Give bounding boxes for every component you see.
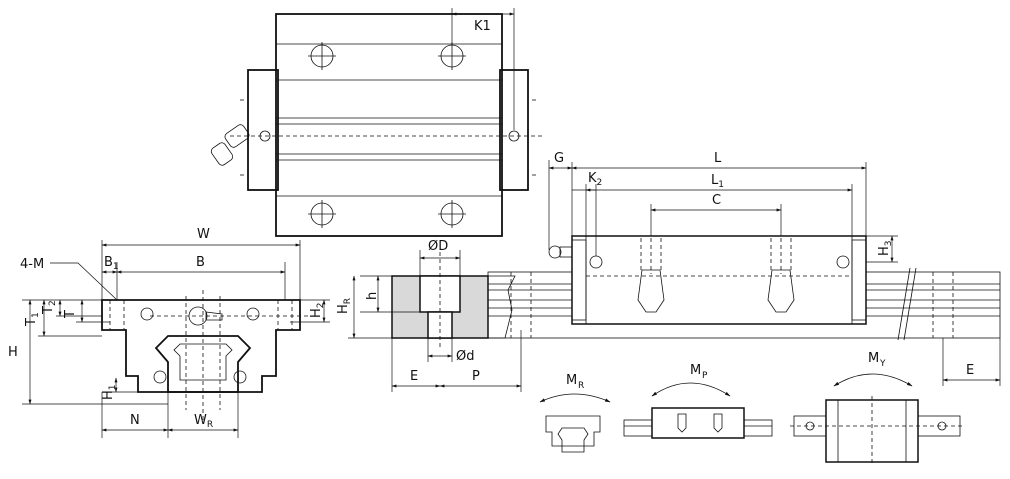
top-view: K1 bbox=[210, 8, 545, 237]
rail-section-view: ØD h HR Ød E P bbox=[336, 239, 522, 392]
block-front-outline bbox=[101, 299, 301, 393]
label-g: G bbox=[554, 151, 564, 166]
label-mr: M bbox=[566, 373, 577, 388]
label-c: C bbox=[712, 193, 721, 208]
grease-port-icon bbox=[188, 306, 208, 326]
label-4m: 4-M bbox=[20, 257, 44, 272]
label-e-right: E bbox=[966, 363, 974, 378]
side-view: L G L1 K2 C H3 E bbox=[487, 151, 1001, 386]
label-k2: K2 bbox=[588, 171, 602, 188]
svg-text:R: R bbox=[578, 381, 584, 391]
label-od-small: Ød bbox=[456, 349, 474, 364]
label-od: ØD bbox=[428, 239, 448, 254]
label-h: H bbox=[8, 345, 18, 360]
label-mp: M bbox=[690, 363, 701, 378]
label-h1: H1 bbox=[101, 384, 118, 400]
label-h3: H3 bbox=[877, 240, 894, 256]
front-view: W B1 B 4-M H T1 T2 T H1 H2 bbox=[8, 227, 330, 438]
grease-nipple-icon bbox=[210, 124, 250, 166]
label-e: E bbox=[410, 369, 418, 384]
label-n: N bbox=[130, 413, 140, 428]
moment-my-icon: M Y bbox=[790, 351, 964, 466]
label-b: B bbox=[196, 255, 205, 270]
label-h-small: h bbox=[365, 292, 380, 300]
moment-mp-icon: M P bbox=[623, 363, 773, 439]
block-top-outline bbox=[275, 13, 503, 237]
label-k1: K1 bbox=[474, 19, 491, 34]
label-hr: HR bbox=[336, 298, 353, 314]
label-w: W bbox=[197, 227, 210, 242]
rail-mounting-holes bbox=[510, 272, 954, 338]
label-l: L bbox=[714, 151, 722, 166]
grease-nipple-side-icon bbox=[548, 245, 573, 259]
label-b1: B1 bbox=[104, 255, 119, 272]
label-l1: L1 bbox=[711, 173, 724, 190]
svg-text:P: P bbox=[702, 371, 708, 381]
label-wr: WR bbox=[194, 413, 213, 430]
moment-mr-icon: M R bbox=[539, 373, 611, 453]
top-bolt-holes bbox=[308, 42, 466, 228]
block-side-outline bbox=[571, 235, 867, 325]
label-p: P bbox=[472, 369, 480, 384]
label-t: T bbox=[63, 310, 78, 319]
label-t2: T2 bbox=[41, 300, 58, 315]
label-my: M bbox=[868, 351, 879, 366]
svg-text:Y: Y bbox=[879, 359, 886, 369]
label-h2: H2 bbox=[309, 302, 326, 318]
label-t1: T1 bbox=[24, 312, 41, 327]
